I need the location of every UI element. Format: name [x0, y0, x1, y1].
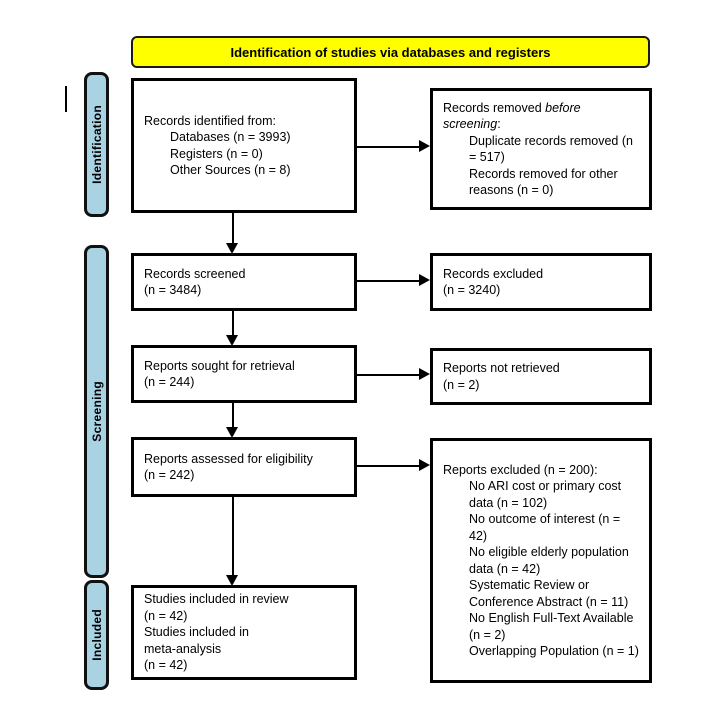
box-records-identified: Records identified from: Databases (n = 3…	[131, 78, 357, 213]
arrow-shaft	[232, 497, 234, 575]
box-records-removed: Records removed before screening:Duplica…	[430, 88, 652, 210]
box-line: Reports assessed for eligibility	[144, 451, 313, 466]
stage-label-screening: Screening	[89, 381, 104, 442]
stray-cursor-mark	[65, 86, 67, 112]
box-line: (n = 42)	[144, 658, 188, 673]
stage-label-included: Included	[89, 609, 104, 661]
arrow-shaft	[357, 146, 419, 148]
arrow-head-right-icon	[419, 368, 430, 380]
box-line: No ARI cost or primary cost data (n = 10…	[469, 479, 622, 510]
arrow-head-down-icon	[226, 335, 238, 346]
box-line-text: Records removed	[443, 100, 546, 115]
box-line: Studies included in	[144, 625, 249, 640]
box-line: meta-analysis	[144, 641, 222, 656]
arrow-shaft	[357, 280, 419, 282]
box-records-screened: Records screened (n = 3484)	[131, 253, 357, 311]
arrow-shaft	[357, 374, 419, 376]
box-line: (n = 2)	[443, 377, 480, 392]
box-line: (n = 244)	[144, 375, 195, 389]
arrow-shaft	[232, 311, 234, 335]
box-line: (n = 3240)	[443, 283, 501, 297]
arrow-head-right-icon	[419, 140, 430, 152]
box-line: Overlapping Population (n = 1)	[469, 644, 639, 658]
diagram-title-banner: Identification of studies via databases …	[131, 36, 650, 68]
box-line: (n = 242)	[144, 468, 195, 482]
box-reports-not-retrieved: Reports not retrieved (n = 2)	[430, 348, 652, 405]
box-line: No eligible elderly population data (n =…	[469, 545, 629, 576]
stage-bar-identification: Identification	[84, 72, 109, 217]
arrow-shaft	[232, 213, 234, 243]
diagram-title: Identification of studies via databases …	[230, 44, 551, 60]
stage-bar-included: Included	[84, 580, 109, 690]
box-line: Registers (n = 0)	[170, 146, 263, 161]
box-line-text: :	[497, 117, 501, 131]
box-studies-included: Studies included in review(n = 42)Studie…	[131, 585, 357, 680]
arrow-head-right-icon	[419, 274, 430, 286]
box-line: Databases (n = 3993)	[170, 130, 291, 144]
arrow-head-right-icon	[419, 459, 430, 471]
box-line: Records identified from:	[144, 113, 277, 128]
box-reports-excluded: Reports excluded (n = 200): No ARI cost o…	[430, 438, 652, 683]
box-line: Other Sources (n = 8)	[170, 163, 291, 177]
box-records-excluded: Records excluded (n = 3240)	[430, 253, 652, 311]
arrow-head-down-icon	[226, 243, 238, 254]
box-line: (n = 42)	[144, 608, 188, 623]
box-line-italic-text: before screening	[443, 100, 581, 132]
box-line: Records removed before screening:	[443, 100, 641, 133]
box-line: Records screened	[144, 266, 246, 281]
box-reports-sought-for-retrieval: Reports sought for retrieval (n = 244)	[131, 345, 357, 403]
stage-bar-screening: Screening	[84, 245, 109, 578]
box-line: Records removed for other reasons (n = 0…	[469, 166, 618, 198]
box-line: Reports excluded (n = 200):	[443, 462, 598, 477]
arrow-head-down-icon	[226, 427, 238, 438]
box-line: Studies included in review	[144, 592, 289, 607]
box-line: Reports not retrieved	[443, 361, 560, 375]
box-line: Reports sought for retrieval	[144, 358, 295, 373]
box-line: Duplicate records removed (n = 517)	[469, 133, 633, 165]
box-line: (n = 3484)	[144, 283, 202, 297]
box-reports-assessed-for-eligibility: Reports assessed for eligibility (n = 242…	[131, 437, 357, 497]
box-line: No outcome of interest (n = 42)	[469, 512, 621, 543]
box-line: No English Full-Text Available (n = 2)	[469, 611, 634, 642]
box-line: Systematic Review or Conference Abstract…	[469, 578, 629, 609]
box-line: Records excluded	[443, 266, 544, 281]
arrow-shaft	[357, 465, 419, 467]
arrow-shaft	[232, 403, 234, 427]
arrow-head-down-icon	[226, 575, 238, 586]
stage-label-identification: Identification	[89, 105, 104, 184]
